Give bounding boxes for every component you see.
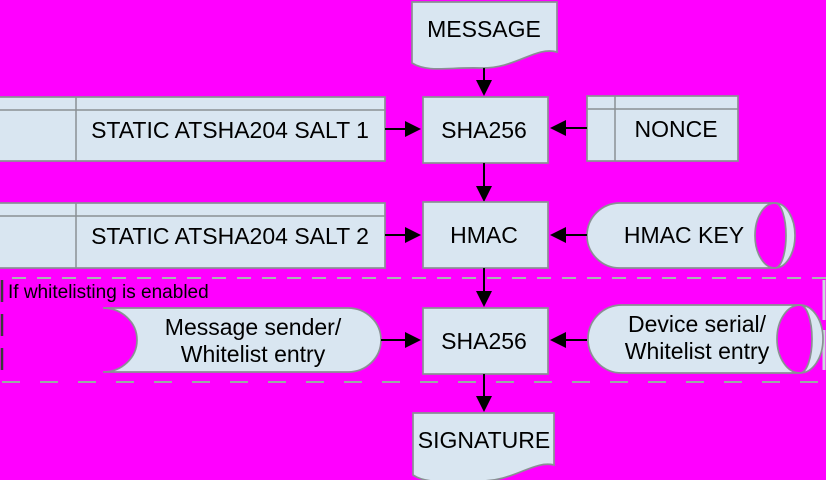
sha256-whitelist-node: SHA256 bbox=[422, 307, 549, 375]
arrow-nonce-to-sha256 bbox=[550, 120, 587, 136]
sha256-whitelist-label: SHA256 bbox=[441, 328, 527, 354]
nonce-label: NONCE bbox=[634, 116, 717, 142]
internal-storage-shape bbox=[586, 95, 739, 162]
salt1-label: STATIC ATSHA204 SALT 1 bbox=[91, 117, 369, 143]
arrow-sha256-to-signature bbox=[476, 374, 492, 412]
nonce-node: NONCE bbox=[586, 95, 739, 162]
device-serial-label-line2: Whitelist entry bbox=[625, 338, 770, 364]
arrowhead-left-icon bbox=[550, 120, 566, 136]
arrowhead-down-icon bbox=[476, 396, 492, 412]
arrow-salt2-to-hmac bbox=[385, 227, 421, 243]
message-label: MESSAGE bbox=[427, 16, 541, 42]
arrow-message-to-sha256 bbox=[476, 68, 492, 96]
arrow-sender-to-sha256 bbox=[381, 332, 421, 348]
arrowhead-left-icon bbox=[550, 332, 566, 348]
hmac-key-node: HMAC KEY bbox=[586, 202, 796, 269]
whitelist-note: If whitelisting is enabled bbox=[8, 282, 209, 303]
process-shape bbox=[422, 201, 549, 269]
message-sender-label-line1: Message sender/ bbox=[165, 314, 342, 340]
hmac-label: HMAC bbox=[450, 222, 518, 248]
stored-data-shape bbox=[102, 307, 382, 373]
arrow-hmac-key-to-hmac bbox=[550, 227, 587, 243]
internal-storage-shape bbox=[0, 202, 386, 269]
process-shape bbox=[422, 307, 549, 375]
document-shape bbox=[411, 1, 558, 70]
arrowhead-down-icon bbox=[476, 80, 492, 96]
arrowhead-down-icon bbox=[476, 291, 492, 307]
device-serial-node: Device serial/ Whitelist entry bbox=[587, 304, 824, 374]
whitelist-region-border bbox=[0, 277, 826, 383]
arrowhead-right-icon bbox=[405, 227, 421, 243]
internal-storage-shape bbox=[0, 96, 386, 162]
document-shape bbox=[412, 412, 555, 480]
arrow-sha256-to-hmac bbox=[476, 163, 492, 202]
sha256-top-label: SHA256 bbox=[441, 117, 527, 143]
message-sender-label-line2: Whitelist entry bbox=[181, 341, 326, 367]
hmac-key-label: HMAC KEY bbox=[624, 222, 744, 248]
device-serial-label-line1: Device serial/ bbox=[628, 311, 767, 337]
signature-label: SIGNATURE bbox=[418, 427, 550, 453]
salt2-label: STATIC ATSHA204 SALT 2 bbox=[91, 223, 369, 249]
signature-node: SIGNATURE bbox=[412, 412, 555, 480]
storage-cylinder-cap bbox=[774, 202, 796, 269]
arrowhead-down-icon bbox=[476, 186, 492, 202]
message-node: MESSAGE bbox=[411, 1, 558, 70]
storage-cylinder-cap bbox=[799, 304, 824, 374]
arrowhead-left-icon bbox=[550, 227, 566, 243]
arrow-salt1-to-sha256 bbox=[385, 121, 421, 137]
message-sender-node: Message sender/ Whitelist entry bbox=[102, 307, 382, 373]
salt2-node: STATIC ATSHA204 SALT 2 bbox=[0, 202, 386, 269]
sha256-top-node: SHA256 bbox=[422, 96, 549, 164]
arrowhead-right-icon bbox=[405, 332, 421, 348]
salt1-node: STATIC ATSHA204 SALT 1 bbox=[0, 96, 386, 162]
arrow-device-to-sha256 bbox=[550, 332, 587, 348]
arrow-hmac-to-sha256-whitelist bbox=[476, 268, 492, 307]
arrowhead-right-icon bbox=[405, 121, 421, 137]
process-shape bbox=[422, 96, 549, 164]
hmac-node: HMAC bbox=[422, 201, 549, 269]
